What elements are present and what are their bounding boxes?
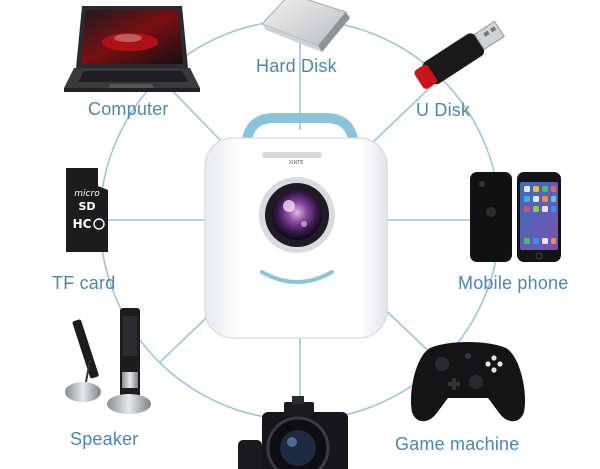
spoke-u-disk bbox=[369, 77, 441, 146]
label-speaker: Speaker bbox=[70, 429, 139, 449]
tf-card-mark-hc: HC bbox=[73, 217, 92, 231]
hard-disk-icon bbox=[261, 0, 350, 52]
smartphone-icon bbox=[470, 172, 561, 262]
projector-brand-mark: XINTE bbox=[289, 160, 304, 166]
tf-card-mark-micro: micro bbox=[74, 189, 100, 199]
camera-icon bbox=[238, 396, 348, 469]
label-mobile-phone: Mobile phone bbox=[458, 273, 569, 293]
speaker-icon bbox=[65, 308, 151, 414]
label-u-disk: U Disk bbox=[416, 100, 471, 120]
laptop-icon bbox=[64, 6, 200, 92]
game-controller-icon bbox=[410, 342, 526, 422]
usb-flash-drive-icon bbox=[414, 20, 506, 89]
label-computer: Computer bbox=[88, 99, 169, 119]
tf-card-mark-sd: SD bbox=[78, 200, 95, 213]
microsd-card-icon: micro SD HC bbox=[66, 168, 108, 252]
label-game-machine: Game machine bbox=[395, 434, 520, 454]
projector-icon: XINTE bbox=[204, 113, 388, 339]
label-tf-card: TF card bbox=[52, 273, 116, 293]
label-hard-disk: Hard Disk bbox=[256, 56, 337, 76]
